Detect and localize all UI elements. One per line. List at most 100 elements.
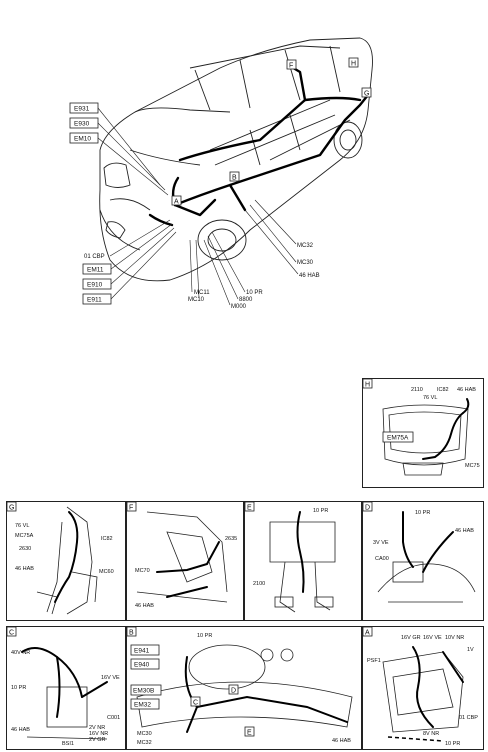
panel-a-8v-nr: 8V NR	[423, 731, 439, 737]
panel-c: C 40V NR 10 PR 16V VE 2V NR 16V NR 2V GR…	[6, 626, 126, 750]
label-e930: E930	[74, 121, 90, 128]
panel-e-2100: 2100	[253, 581, 265, 587]
panel-g-2630: 2630	[19, 546, 31, 552]
main-vehicle-view: A B F H G E931 E930 EM10 EM11 E910 E911	[69, 37, 373, 310]
car-body-outline	[99, 37, 373, 282]
panel-d-10-pr: 10 PR	[415, 510, 430, 516]
em75a-box	[382, 431, 414, 443]
panel-b-10-pr: 10 PR	[197, 633, 212, 639]
panel-h-letter-box	[363, 379, 373, 389]
panel-e-harness	[296, 511, 305, 593]
callout-mc11: MC11	[194, 290, 210, 296]
panel-h-em75a: EM75A	[387, 435, 409, 442]
panel-c-bsi1: BSI1	[62, 741, 74, 747]
panel-f-harness	[156, 541, 220, 598]
panel-b-em32: EM32	[134, 702, 151, 709]
zone-letter-a: A	[174, 199, 179, 206]
panel-c-10-pr: 10 PR	[11, 685, 26, 691]
panel-f-mc70: MC70	[135, 568, 150, 574]
panel-a-body	[382, 651, 464, 733]
label-e911: E911	[87, 297, 102, 304]
panel-g-46-hab: 46 HAB	[15, 566, 34, 572]
panel-d-letter-box	[363, 502, 373, 512]
callout-mc30: MC30	[297, 260, 314, 266]
panel-h-46-hab: 46 HAB	[457, 387, 476, 393]
panel-g-harness	[54, 511, 79, 603]
zone-letter-g: G	[364, 91, 369, 98]
tailgate-outline	[382, 404, 469, 476]
panel-e-letter: E	[247, 505, 252, 512]
panel-g: G 76 VL MC75A IC82 2630 46 HAB MC60	[6, 501, 126, 621]
panel-f: F 2635 MC70 46 HAB	[126, 501, 244, 621]
panel-c-letter: C	[9, 630, 14, 637]
panel-b-letter-e: E	[247, 730, 252, 737]
panel-h-76-vl: 76 VL	[423, 395, 437, 401]
panel-c-16v-ve: 16V VE	[101, 675, 120, 681]
panel-g-76-vl: 76 VL	[15, 523, 29, 529]
panel-e-letter-box	[245, 502, 255, 512]
panel-c-40v-nr: 40V NR	[11, 650, 30, 656]
panel-a-1v: 1V	[467, 647, 474, 653]
callout-8800: 8800	[239, 297, 253, 303]
panel-h-harness	[422, 398, 470, 460]
panel-g-ic82: IC82	[101, 536, 113, 542]
panel-g-body	[36, 506, 98, 615]
panel-a: A 16V GR 16V VE 10V NR 1V PSF1 01 CBP 8V…	[362, 626, 484, 750]
panel-c-16v-nr: 16V NR	[89, 731, 108, 737]
panel-h-mc75: MC75	[465, 463, 480, 469]
leader-lines	[97, 107, 299, 306]
panel-b-letter: B	[129, 630, 134, 637]
panel-e-pedals	[269, 521, 336, 613]
panel-c-2v-gr: 2V GR	[89, 737, 106, 743]
panel-c-body	[26, 686, 108, 740]
panel-a-10-pr: 10 PR	[445, 741, 460, 747]
panel-f-46-hab: 46 HAB	[135, 603, 154, 609]
panel-b-e940: E940	[134, 662, 150, 669]
wheels	[197, 121, 363, 261]
panel-g-letter: G	[9, 505, 14, 512]
panel-a-16v-ve: 16V VE	[423, 635, 442, 641]
label-e910: E910	[87, 282, 103, 289]
panel-c-harness	[21, 647, 108, 718]
panel-b-mc30: MC30	[137, 731, 152, 737]
panel-a-harness	[412, 646, 464, 728]
panel-c-c001: C001	[107, 715, 120, 721]
panel-h-letter: H	[365, 382, 370, 389]
panel-h-ic82: IC82	[437, 387, 449, 393]
label-e931: E931	[74, 106, 90, 113]
panel-b-e941: E941	[134, 648, 150, 655]
panel-d: D 10 PR 3V VE 46 HAB CA00	[362, 501, 484, 621]
label-em11: EM11	[87, 267, 104, 274]
panel-a-psf1: PSF1	[367, 658, 381, 664]
panel-a-dashed-line	[387, 736, 444, 742]
panel-b-harness	[184, 656, 348, 733]
panel-c-2v-nr: 2V NR	[89, 725, 105, 731]
panel-a-letter: A	[365, 630, 370, 637]
panel-g-mc75a: MC75A	[15, 533, 34, 539]
zone-letter-boxes	[171, 57, 372, 206]
panel-h-2110: 2110	[411, 387, 423, 393]
panel-a-10v-nr: 10V NR	[445, 635, 464, 641]
panel-b-em30b: EM30B	[133, 688, 154, 695]
panel-a-01-cbp: 01 CBP	[459, 715, 478, 721]
panel-g-letter-box	[7, 502, 17, 512]
callout-46-hab: 46 HAB	[299, 273, 320, 279]
panel-b-46-hab: 46 HAB	[332, 738, 351, 744]
panel-f-body	[136, 511, 228, 603]
panel-d-letter: D	[365, 505, 370, 512]
panel-c-46-hab: 46 HAB	[11, 727, 30, 733]
callout-m000: M000	[231, 304, 247, 310]
callout-mc32: MC32	[297, 243, 314, 249]
panel-b-box-frames	[130, 644, 255, 737]
panel-b-letter-d: D	[231, 688, 236, 695]
main-harness	[148, 64, 370, 227]
panel-d-3v-ve: 3V VE	[373, 540, 389, 546]
zone-letter-f: F	[289, 63, 293, 70]
panel-f-letter: F	[129, 505, 133, 512]
panel-b-mc32: MC32	[137, 740, 152, 746]
panel-b-letter-c: C	[193, 700, 198, 707]
panel-f-2635: 2635	[225, 536, 237, 542]
panel-g-mc60: MC60	[99, 569, 114, 575]
panel-e-10-pr: 10 PR	[313, 508, 328, 514]
